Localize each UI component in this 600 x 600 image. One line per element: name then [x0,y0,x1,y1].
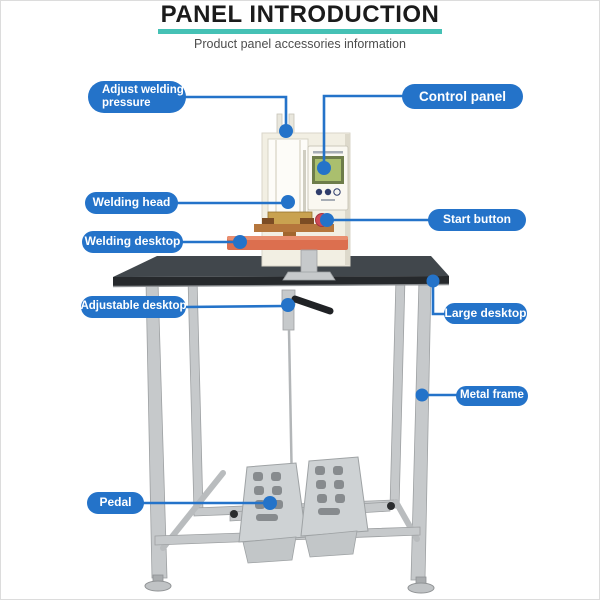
left-pedal [238,462,307,564]
callout-adjustable-desktop: Adjustable desktop [80,296,187,318]
pedal-assembly [229,456,395,564]
callout-metal-frame: Metal frame [456,386,528,406]
callout-start-button: Start button [428,209,526,231]
panel-button [315,188,323,196]
right-pedal [300,456,369,558]
callout-large-desktop: Large desktop [444,303,527,324]
pointer-dot-pedal [263,496,277,510]
callout-adjust-welding-pressure: Adjust welding pressure [88,81,186,113]
pointer-dot-welding-head [281,195,295,209]
callout-control-panel: Control panel [402,84,523,109]
panel-button [324,188,332,196]
welding-desktop-bar [227,236,348,250]
control-panel-display [307,145,349,211]
desktop-support-column [282,249,336,281]
pointer-dot-metal-frame [415,388,429,402]
table-feet [144,574,435,594]
callout-welding-desktop: Welding desktop [82,231,183,253]
pointer-dot-adjustable-desktop [281,298,295,312]
pointer-dot-adjust-welding-pressure [279,124,293,138]
callout-welding-head: Welding head [85,192,178,214]
panel-button [333,188,341,196]
pointer-dot-start-button [320,213,334,227]
callout-pedal: Pedal [87,492,144,514]
header: PANEL INTRODUCTION Product panel accesso… [0,0,600,51]
pointer-dot-welding-desktop [233,235,247,249]
pointer-dot-large-desktop [426,274,440,288]
spot-welder-machine [227,113,351,281]
callout-connectors [142,94,457,510]
pointer-dot-control-panel [317,161,331,175]
page-subtitle: Product panel accessories information [194,37,406,51]
page-title: PANEL INTRODUCTION [157,3,443,34]
